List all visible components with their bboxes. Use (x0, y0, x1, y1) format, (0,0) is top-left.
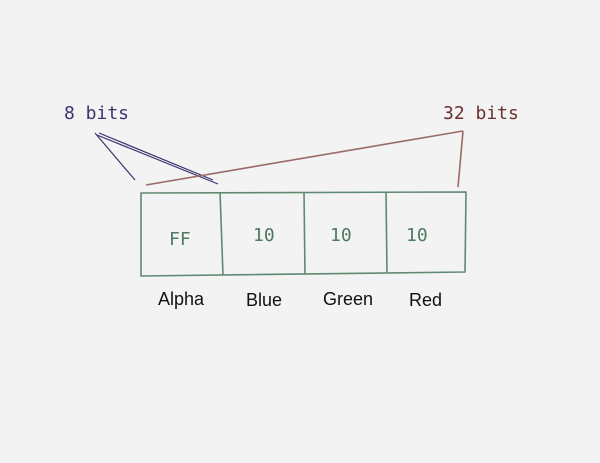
total-size-label: 32 bits (443, 103, 519, 124)
byte-size-label: 8 bits (64, 103, 130, 124)
alpha-cell-value: FF (169, 229, 191, 250)
green-channel-label: Green (323, 289, 374, 309)
blue-channel-label: Blue (246, 290, 283, 310)
register-box (140, 191, 467, 277)
alpha-channel-label: Alpha (158, 289, 205, 309)
red-channel-label: Red (409, 290, 443, 310)
red-cell-value: 10 (406, 225, 428, 246)
total-bracket (145, 130, 464, 188)
cell-divider (385, 192, 388, 274)
cell-divider (303, 192, 306, 275)
green-cell-value: 10 (330, 225, 352, 246)
blue-cell-value: 10 (253, 225, 275, 246)
cell-divider (219, 191, 224, 276)
